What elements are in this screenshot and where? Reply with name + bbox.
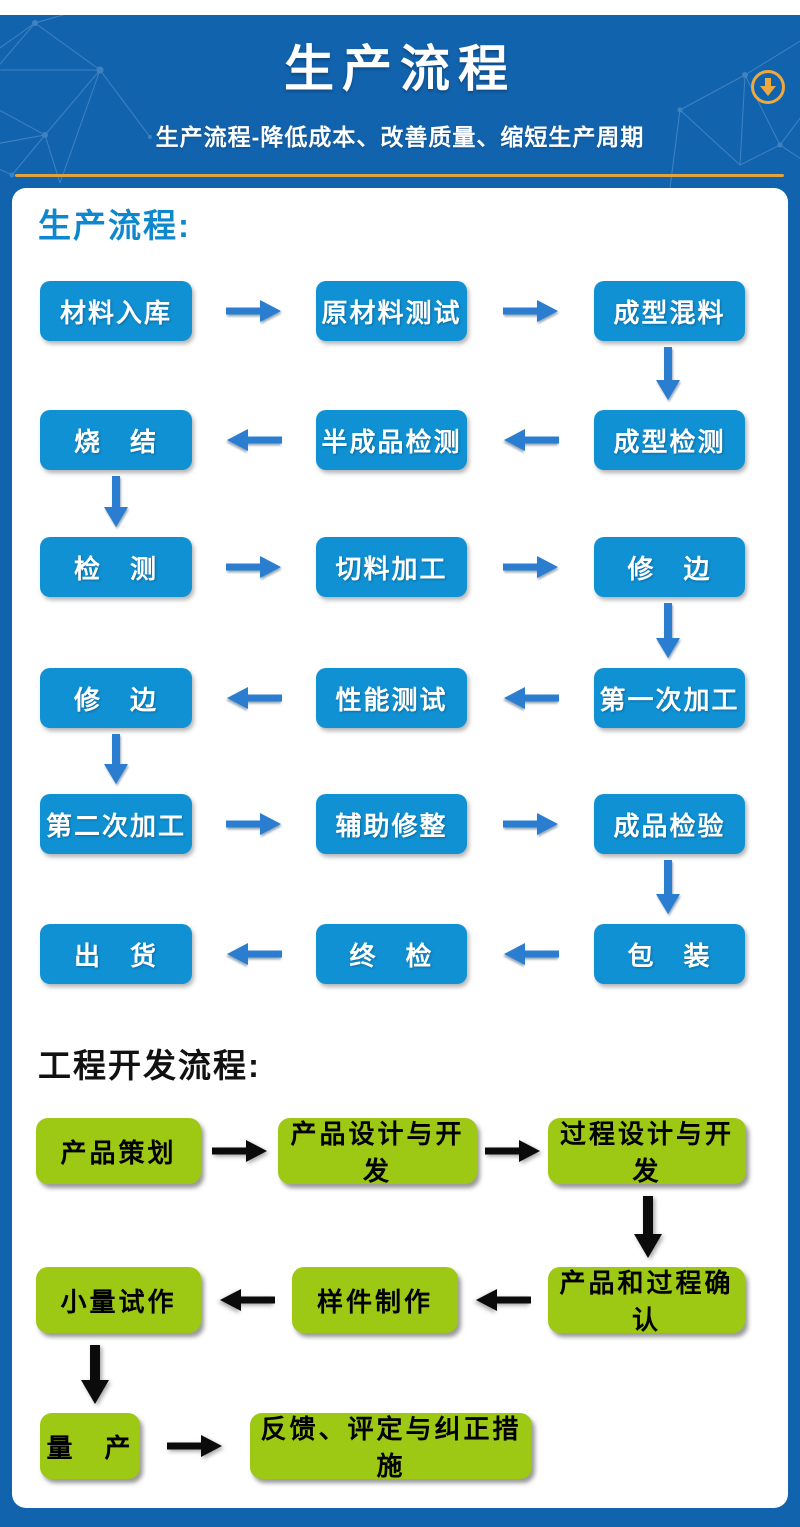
arrow-right-icon	[484, 1138, 541, 1164]
arrow-left-icon	[503, 685, 559, 711]
arrow-down-icon	[81, 1345, 109, 1404]
arrow-left-icon	[226, 685, 282, 711]
arrow-down-icon	[654, 603, 682, 658]
down-arrow-glyph	[760, 78, 776, 96]
arrow-right-icon	[502, 298, 559, 324]
flow-step: 修 边	[594, 537, 745, 597]
arrow-down-icon	[102, 734, 130, 784]
arrow-down-icon	[654, 860, 682, 914]
arrow-left-icon	[219, 1287, 275, 1313]
flow-step: 过程设计与开发	[548, 1118, 746, 1186]
flow-step: 检 测	[40, 537, 192, 597]
flow-step: 成型混料	[594, 281, 745, 341]
top-white-strip	[0, 0, 800, 15]
engineering-flow-heading: 工程开发流程:	[38, 1047, 261, 1084]
flow-step: 性能测试	[316, 668, 467, 728]
flow-step: 成品检验	[594, 794, 745, 854]
production-flow-heading: 生产流程:	[38, 207, 191, 244]
arrow-right-icon	[502, 554, 559, 580]
arrow-right-icon	[502, 811, 559, 837]
gold-divider	[15, 174, 784, 177]
flow-step: 辅助修整	[316, 794, 467, 854]
flow-step: 成型检测	[594, 410, 745, 470]
arrow-left-icon	[475, 1287, 531, 1313]
arrow-down-icon	[634, 1196, 662, 1258]
arrow-right-icon	[226, 298, 282, 324]
content-card: 生产流程: 工程开发流程: 材料入库 原材料测试 成型混料 烧 结 半成品检测 成型…	[12, 188, 788, 1508]
flow-step: 烧 结	[40, 410, 192, 470]
flow-step: 产品和过程确认	[548, 1267, 745, 1335]
arrow-down-icon	[102, 476, 130, 527]
arrow-left-icon	[226, 427, 282, 453]
flow-step: 样件制作	[292, 1267, 458, 1333]
flow-step: 产品设计与开发	[278, 1118, 477, 1186]
page-header: 生产流程 生产流程-降低成本、改善质量、缩短生产周期	[0, 15, 800, 188]
arrow-left-icon	[503, 941, 559, 967]
arrow-right-icon	[226, 811, 282, 837]
flow-step: 反馈、评定与纠正措施	[250, 1413, 532, 1481]
flow-step: 半成品检测	[316, 410, 467, 470]
arrow-right-icon	[167, 1433, 223, 1459]
flowchart-layer: 材料入库 原材料测试 成型混料 烧 结 半成品检测 成型检测 检 测 切料加工 修 边…	[12, 188, 788, 1508]
arrow-down-icon	[654, 347, 682, 400]
flow-step: 切料加工	[316, 537, 467, 597]
flow-step: 出 货	[40, 924, 192, 984]
arrow-right-icon	[211, 1138, 268, 1164]
flow-step: 终 检	[316, 924, 467, 984]
flow-step: 第一次加工	[594, 668, 745, 728]
flow-step: 第二次加工	[40, 794, 192, 854]
arrow-right-icon	[226, 554, 282, 580]
page-subtitle: 生产流程-降低成本、改善质量、缩短生产周期	[155, 124, 645, 150]
flow-step: 产品策划	[36, 1118, 201, 1184]
circle-down-arrow-icon[interactable]	[751, 70, 785, 104]
arrow-left-icon	[226, 941, 282, 967]
flow-step: 量 产	[40, 1413, 140, 1479]
arrow-left-icon	[503, 427, 559, 453]
flow-step: 修 边	[40, 668, 192, 728]
flow-step: 材料入库	[40, 281, 192, 341]
page-title: 生产流程	[284, 41, 516, 97]
flow-step: 包 装	[594, 924, 745, 984]
flow-step: 原材料测试	[316, 281, 467, 341]
flow-step: 小量试作	[36, 1267, 201, 1333]
